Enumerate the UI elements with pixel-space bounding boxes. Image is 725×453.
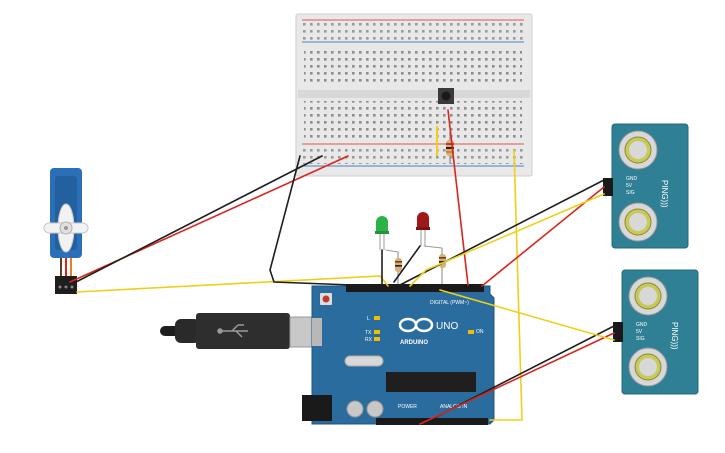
sensor-pin-5v: 5V xyxy=(626,183,633,189)
top-power-rail xyxy=(302,22,524,40)
upper-terminal-strip xyxy=(304,48,522,86)
servo-connector xyxy=(55,276,77,294)
tx-label: TX xyxy=(365,330,372,336)
center-channel xyxy=(298,90,530,98)
push-button[interactable] xyxy=(438,88,454,104)
wire-red xyxy=(447,109,469,286)
arduino-uno-board[interactable]: ARDUINO UNO DIGITAL (PWM~) ANALOG IN POW… xyxy=(302,284,495,425)
arduino-brand-text: ARDUINO xyxy=(400,340,428,346)
red-led[interactable] xyxy=(416,212,430,246)
wire-black xyxy=(393,245,421,283)
bottom-power-rail xyxy=(302,146,524,164)
wire-black xyxy=(75,155,323,283)
usb-port xyxy=(312,318,322,346)
sensor-title: PING))) xyxy=(670,322,679,350)
sensor-pin-sig: SIG xyxy=(626,190,635,196)
ultrasonic-sensor-top[interactable]: GND 5V SIG PING))) xyxy=(603,123,689,249)
l-label: L xyxy=(367,316,370,322)
atmega-chip xyxy=(386,372,476,392)
wire-yellow xyxy=(489,149,523,421)
arduino-model-text: UNO xyxy=(436,321,458,332)
capacitor xyxy=(346,400,364,418)
capacitor xyxy=(366,400,384,418)
servo-motor[interactable] xyxy=(43,168,89,294)
digital-label: DIGITAL (PWM~) xyxy=(430,300,469,306)
led-resistor xyxy=(439,248,446,284)
sensor-pin-5v: 5V xyxy=(636,329,643,335)
sensor-pin-gnd: GND xyxy=(626,176,638,182)
led-resistor xyxy=(395,252,402,284)
wires xyxy=(69,109,615,425)
power-jack xyxy=(302,395,332,421)
wire-red xyxy=(419,332,615,425)
usb-cable xyxy=(160,313,317,349)
usb-icon xyxy=(217,324,248,338)
crystal xyxy=(344,355,384,367)
on-label: ON xyxy=(476,329,484,335)
rx-label: RX xyxy=(365,337,373,343)
wire-black xyxy=(397,179,605,287)
wire-black xyxy=(269,155,353,286)
sensor-pin-gnd: GND xyxy=(636,322,648,328)
wire-yellow xyxy=(76,275,389,293)
wire-yellow xyxy=(409,193,605,287)
green-led[interactable] xyxy=(375,216,389,250)
power-label: POWER xyxy=(398,404,417,410)
sensor-pin-sig: SIG xyxy=(636,336,645,342)
digital-header xyxy=(346,284,484,292)
wire-yellow xyxy=(439,289,615,341)
sensor-title: PING))) xyxy=(660,180,669,208)
analog-header xyxy=(376,418,488,425)
lower-terminal-strip xyxy=(304,101,522,139)
arduino-logo-icon xyxy=(398,317,434,333)
breadboard[interactable] xyxy=(295,13,533,177)
ultrasonic-sensor-bottom[interactable]: GND 5V SIG PING))) xyxy=(613,269,699,395)
